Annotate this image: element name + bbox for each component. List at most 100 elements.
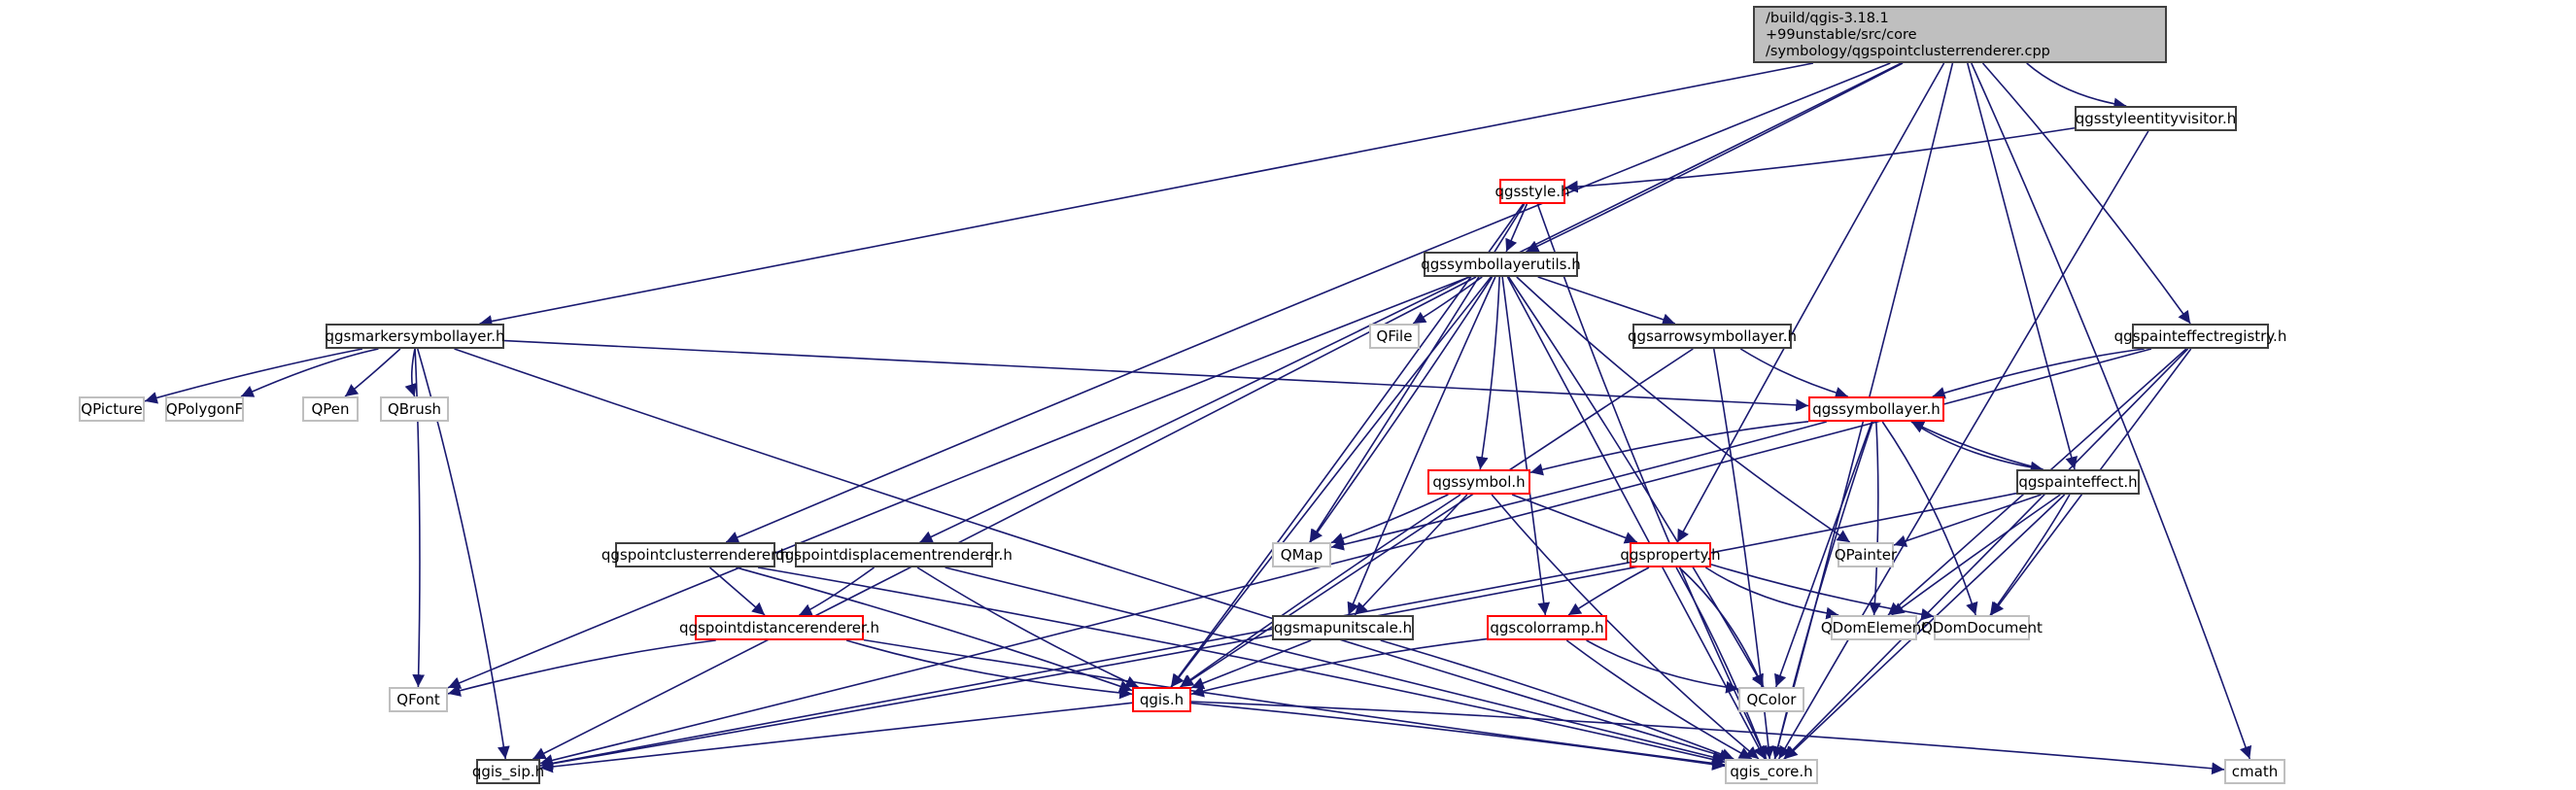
edge-markersymbollayer-to-qpolygonf — [240, 348, 379, 397]
node-qgsstyleentityvisitor[interactable]: qgsstyleentityvisitor.h — [2075, 106, 2237, 131]
edge-symbollayerutils-to-qcolor — [1507, 276, 1765, 688]
edge-markersymbollayer-to-qpicture — [144, 348, 363, 404]
edge-symbol-to-qmap — [1330, 494, 1449, 545]
node-qgsstyle[interactable]: qgsstyle.h — [1494, 179, 1570, 204]
edge-root-to-styleentityvisitor — [2026, 62, 2127, 111]
edge-root-to-pointdisplacementrenderer — [919, 62, 1902, 543]
edge-symbollayer-to-qdomelement — [1869, 421, 1881, 616]
edge-qgis-to-qgis_core — [1190, 702, 1726, 771]
edge-pointclusterrenderer-to-pointdistancerenderer — [708, 567, 766, 616]
edge-mapunitscale-to-qgis — [1190, 639, 1312, 690]
edge-symbollayerutils-to-qgis_sip — [532, 276, 1477, 760]
edge-symbollayerutils-to-qpainter — [1516, 276, 1851, 543]
edge-markersymbollayer-to-qgis_core — [454, 348, 1733, 762]
edge-symbol-to-mapunitscale — [1354, 494, 1468, 616]
node-qdomelement[interactable]: QDomElement — [1821, 615, 1927, 640]
node-qgis[interactable]: qgis.h — [1132, 687, 1191, 712]
edge-symbollayer-to-qmap — [1330, 421, 1827, 551]
edge-symbollayer-to-symbol — [1529, 421, 1809, 476]
edge-symbollayerutils-to-qmap — [1309, 276, 1494, 543]
edge-painteffectregistry-to-symbollayer — [1932, 348, 2145, 399]
node-cmath[interactable]: cmath — [2224, 759, 2285, 784]
edge-pointdisplacementrenderer-to-pointdistancerenderer — [799, 567, 876, 616]
node-qpainter[interactable]: QPainter — [1835, 542, 1897, 567]
node-qgspainteffect[interactable]: qgspainteffect.h — [2016, 469, 2140, 495]
node-qgsarrowsymbollayer[interactable]: qgsarrowsymbollayer.h — [1628, 324, 1797, 349]
node-qgssymbollayerutils[interactable]: qgssymbollayerutils.h — [1421, 252, 1581, 277]
edge-symbol-to-qgis_core — [1491, 494, 1760, 760]
edge-colorramp-to-qgis — [1190, 637, 1488, 698]
node-qpolygonf[interactable]: QPolygonF — [165, 396, 244, 422]
edge-mapunitscale-to-qgis_core — [1380, 639, 1735, 761]
edge-pointdistancerenderer-to-qgis — [845, 639, 1133, 700]
node-qdomdocument[interactable]: QDomDocument — [1921, 615, 2043, 640]
edge-painteffect-to-qpainter — [1893, 494, 2042, 547]
edge-symbollayerutils-to-arrowsymbollayer — [1537, 276, 1676, 326]
edge-symbollayerutils-to-qgis — [1170, 276, 1492, 688]
node-root-source-file[interactable]: /build/qgis-3.18.1 +99unstable/src/core … — [1753, 6, 2167, 63]
edge-symbollayer-to-painteffect — [1910, 421, 2044, 474]
edge-markersymbollayer-to-qbrush — [404, 348, 417, 397]
node-qgspointdistancerenderer[interactable]: qgspointdistancerenderer.h — [679, 615, 879, 640]
node-qgsproperty[interactable]: qgsproperty.h — [1620, 542, 1721, 567]
edge-painteffect-to-symbollayer — [1910, 421, 2044, 470]
edge-style-to-symbollayerutils — [1505, 203, 1528, 253]
node-qgis-core[interactable]: qgis_core.h — [1725, 759, 1818, 784]
node-qpen[interactable]: QPen — [302, 396, 359, 422]
node-qgscolorramp[interactable]: qgscolorramp.h — [1487, 615, 1607, 640]
edge-property-to-qgis_sip — [539, 562, 1631, 770]
edge-colorramp-to-qgis_core — [1565, 639, 1753, 760]
edge-symbollayerutils-to-qfont — [447, 276, 1470, 689]
edge-markersymbollayer-to-symbollayer — [503, 339, 1809, 412]
edge-qgis-to-cmath — [1190, 701, 2225, 775]
edge-painteffect-to-qdomdocument — [1989, 494, 2071, 616]
edge-colorramp-to-qcolor — [1586, 639, 1739, 694]
edge-markersymbollayer-to-qfont — [412, 348, 426, 688]
edge-symbol-to-qgis — [1179, 494, 1461, 688]
edge-symbollayerutils-to-qfile — [1412, 276, 1483, 325]
edge-root-to-painteffectregistry — [1981, 62, 2191, 325]
node-qcolor[interactable]: QColor — [1738, 687, 1804, 712]
edge-property-to-colorramp — [1567, 567, 1650, 616]
node-qbrush[interactable]: QBrush — [380, 396, 449, 422]
edge-pointclusterrenderer-to-qgis_core — [757, 567, 1726, 766]
edge-symbollayer-to-qcolor — [1774, 421, 1873, 688]
edge-style-to-qmap — [1309, 203, 1526, 543]
node-qgsmapunitscale[interactable]: qgsmapunitscale.h — [1272, 615, 1414, 640]
edge-arrowsymbollayer-to-qgis — [1180, 348, 1694, 688]
edge-symbollayerutils-to-mapunitscale — [1347, 276, 1496, 616]
edge-symbollayerutils-to-colorramp — [1501, 276, 1551, 616]
edge-pointdistancerenderer-to-qfont — [447, 639, 716, 697]
edge-root-to-symbollayerutils — [1526, 62, 1904, 253]
edge-pointdisplacementrenderer-to-qgis_core — [945, 567, 1726, 764]
edge-symbollayerutils-to-symbol — [1475, 276, 1500, 470]
edge-root-to-pointclusterrenderer — [725, 62, 1891, 543]
node-qgspainteffectregistry[interactable]: qgspainteffectregistry.h — [2114, 324, 2286, 349]
node-qgsmarkersymbollayer[interactable]: qgsmarkersymbollayer.h — [325, 324, 505, 349]
edge-painteffect-to-qgis_core — [1784, 494, 2066, 760]
edge-symbol-to-property — [1511, 494, 1638, 544]
node-qgssymbol[interactable]: qgssymbol.h — [1427, 469, 1530, 495]
edge-markersymbollayer-to-qpen — [344, 348, 401, 397]
node-qpicture[interactable]: QPicture — [79, 396, 145, 422]
node-qfile[interactable]: QFile — [1369, 324, 1420, 349]
node-qgspointclusterrenderer[interactable]: qgspointclusterrenderer.h — [601, 542, 789, 567]
edge-painteffect-to-qdomelement — [1891, 494, 2061, 616]
edge-styleentityvisitor-to-style — [1564, 126, 2076, 193]
edge-root-to-property — [1676, 62, 1945, 543]
node-qgspointdisplacementrenderer[interactable]: qgspointdisplacementrenderer.h — [775, 542, 1013, 567]
edge-pointclusterrenderer-to-qgis — [736, 567, 1133, 693]
edge-root-to-cmath — [1971, 62, 2252, 760]
edge-property-to-qgis_core — [1675, 567, 1768, 760]
edge-qgis-to-qgis_sip — [539, 702, 1133, 773]
edge-root-to-markersymbollayer — [479, 62, 1814, 327]
edge-pointdistancerenderer-to-qgis_core — [863, 638, 1726, 770]
edge-arrowsymbollayer-to-symbollayer — [1739, 348, 1848, 399]
node-qmap[interactable]: QMap — [1272, 542, 1331, 567]
edge-property-to-qdomdocument — [1710, 564, 1935, 621]
node-qgssymbollayer[interactable]: qgssymbollayer.h — [1808, 396, 1944, 422]
node-qgis-sip[interactable]: qgis_sip.h — [472, 759, 544, 784]
node-qfont[interactable]: QFont — [389, 687, 448, 712]
edge-property-to-qdomelement — [1704, 567, 1839, 620]
